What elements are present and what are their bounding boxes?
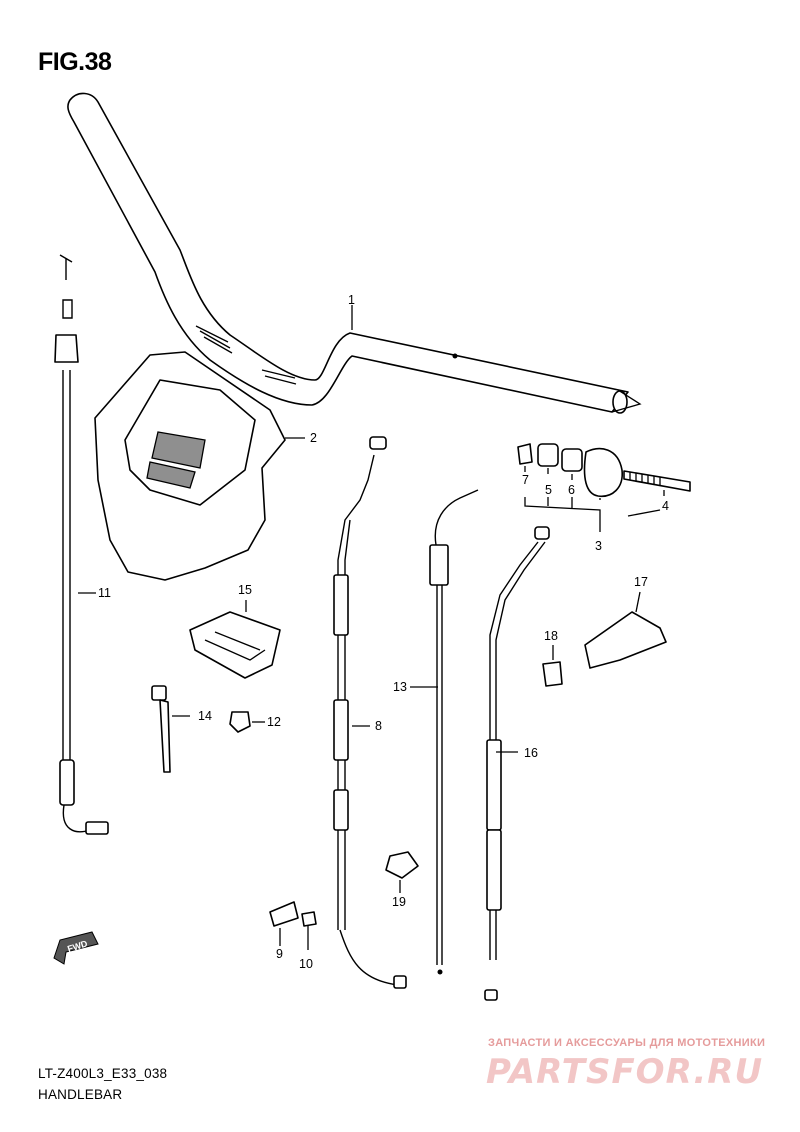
callout-12: 12 <box>267 715 281 729</box>
callout-18: 18 <box>544 629 558 643</box>
callout-17: 17 <box>634 575 648 589</box>
bracket-part-15[interactable] <box>189 600 281 679</box>
callout-14: 14 <box>198 709 212 723</box>
bracket-part-17[interactable] <box>584 591 667 669</box>
switch-part-12[interactable] <box>229 711 265 733</box>
figure-number: FIG.38 <box>38 48 112 76</box>
callout-2: 2 <box>310 431 317 445</box>
callout-15: 15 <box>238 583 252 597</box>
fwd-arrow-icon: FWD <box>53 931 99 965</box>
diagram-code: LT-Z400L3_E33_038 <box>38 1066 168 1081</box>
bolt-part-10[interactable] <box>301 911 317 950</box>
cable-part-13[interactable] <box>410 489 479 975</box>
callout-19: 19 <box>392 895 406 909</box>
watermark-tagline: ЗАПЧАСТИ И АКСЕССУАРЫ ДЛЯ МОТОТЕХНИКИ <box>488 1037 766 1049</box>
callout-11: 11 <box>98 586 111 600</box>
callout-6: 6 <box>568 483 575 497</box>
diagram-name: HANDLEBAR <box>38 1087 123 1102</box>
watermark-logo: PARTSFOR.RU <box>486 1052 764 1092</box>
callout-9: 9 <box>276 947 283 961</box>
clamp-part-14[interactable] <box>151 685 190 773</box>
bracket-part-9[interactable] <box>269 901 299 946</box>
callout-5: 5 <box>545 483 552 497</box>
cable-part-11[interactable] <box>54 254 109 835</box>
callout-16: 16 <box>524 746 538 760</box>
handlebar-part-1[interactable] <box>67 92 642 414</box>
callout-13: 13 <box>393 680 407 694</box>
callout-8: 8 <box>375 719 382 733</box>
callout-4: 4 <box>662 499 669 513</box>
callout-1: 1 <box>348 293 355 307</box>
cable-part-16[interactable] <box>484 526 550 1001</box>
callout-3: 3 <box>595 539 602 553</box>
clamp-part-18[interactable] <box>542 645 563 687</box>
handlebar-cover-part-2[interactable] <box>94 351 305 581</box>
callout-7: 7 <box>522 473 529 487</box>
callout-10: 10 <box>299 957 313 971</box>
bar-end-assembly-parts-3-7[interactable] <box>517 443 691 532</box>
cable-part-8[interactable] <box>333 436 407 989</box>
clip-part-19[interactable] <box>385 851 419 893</box>
